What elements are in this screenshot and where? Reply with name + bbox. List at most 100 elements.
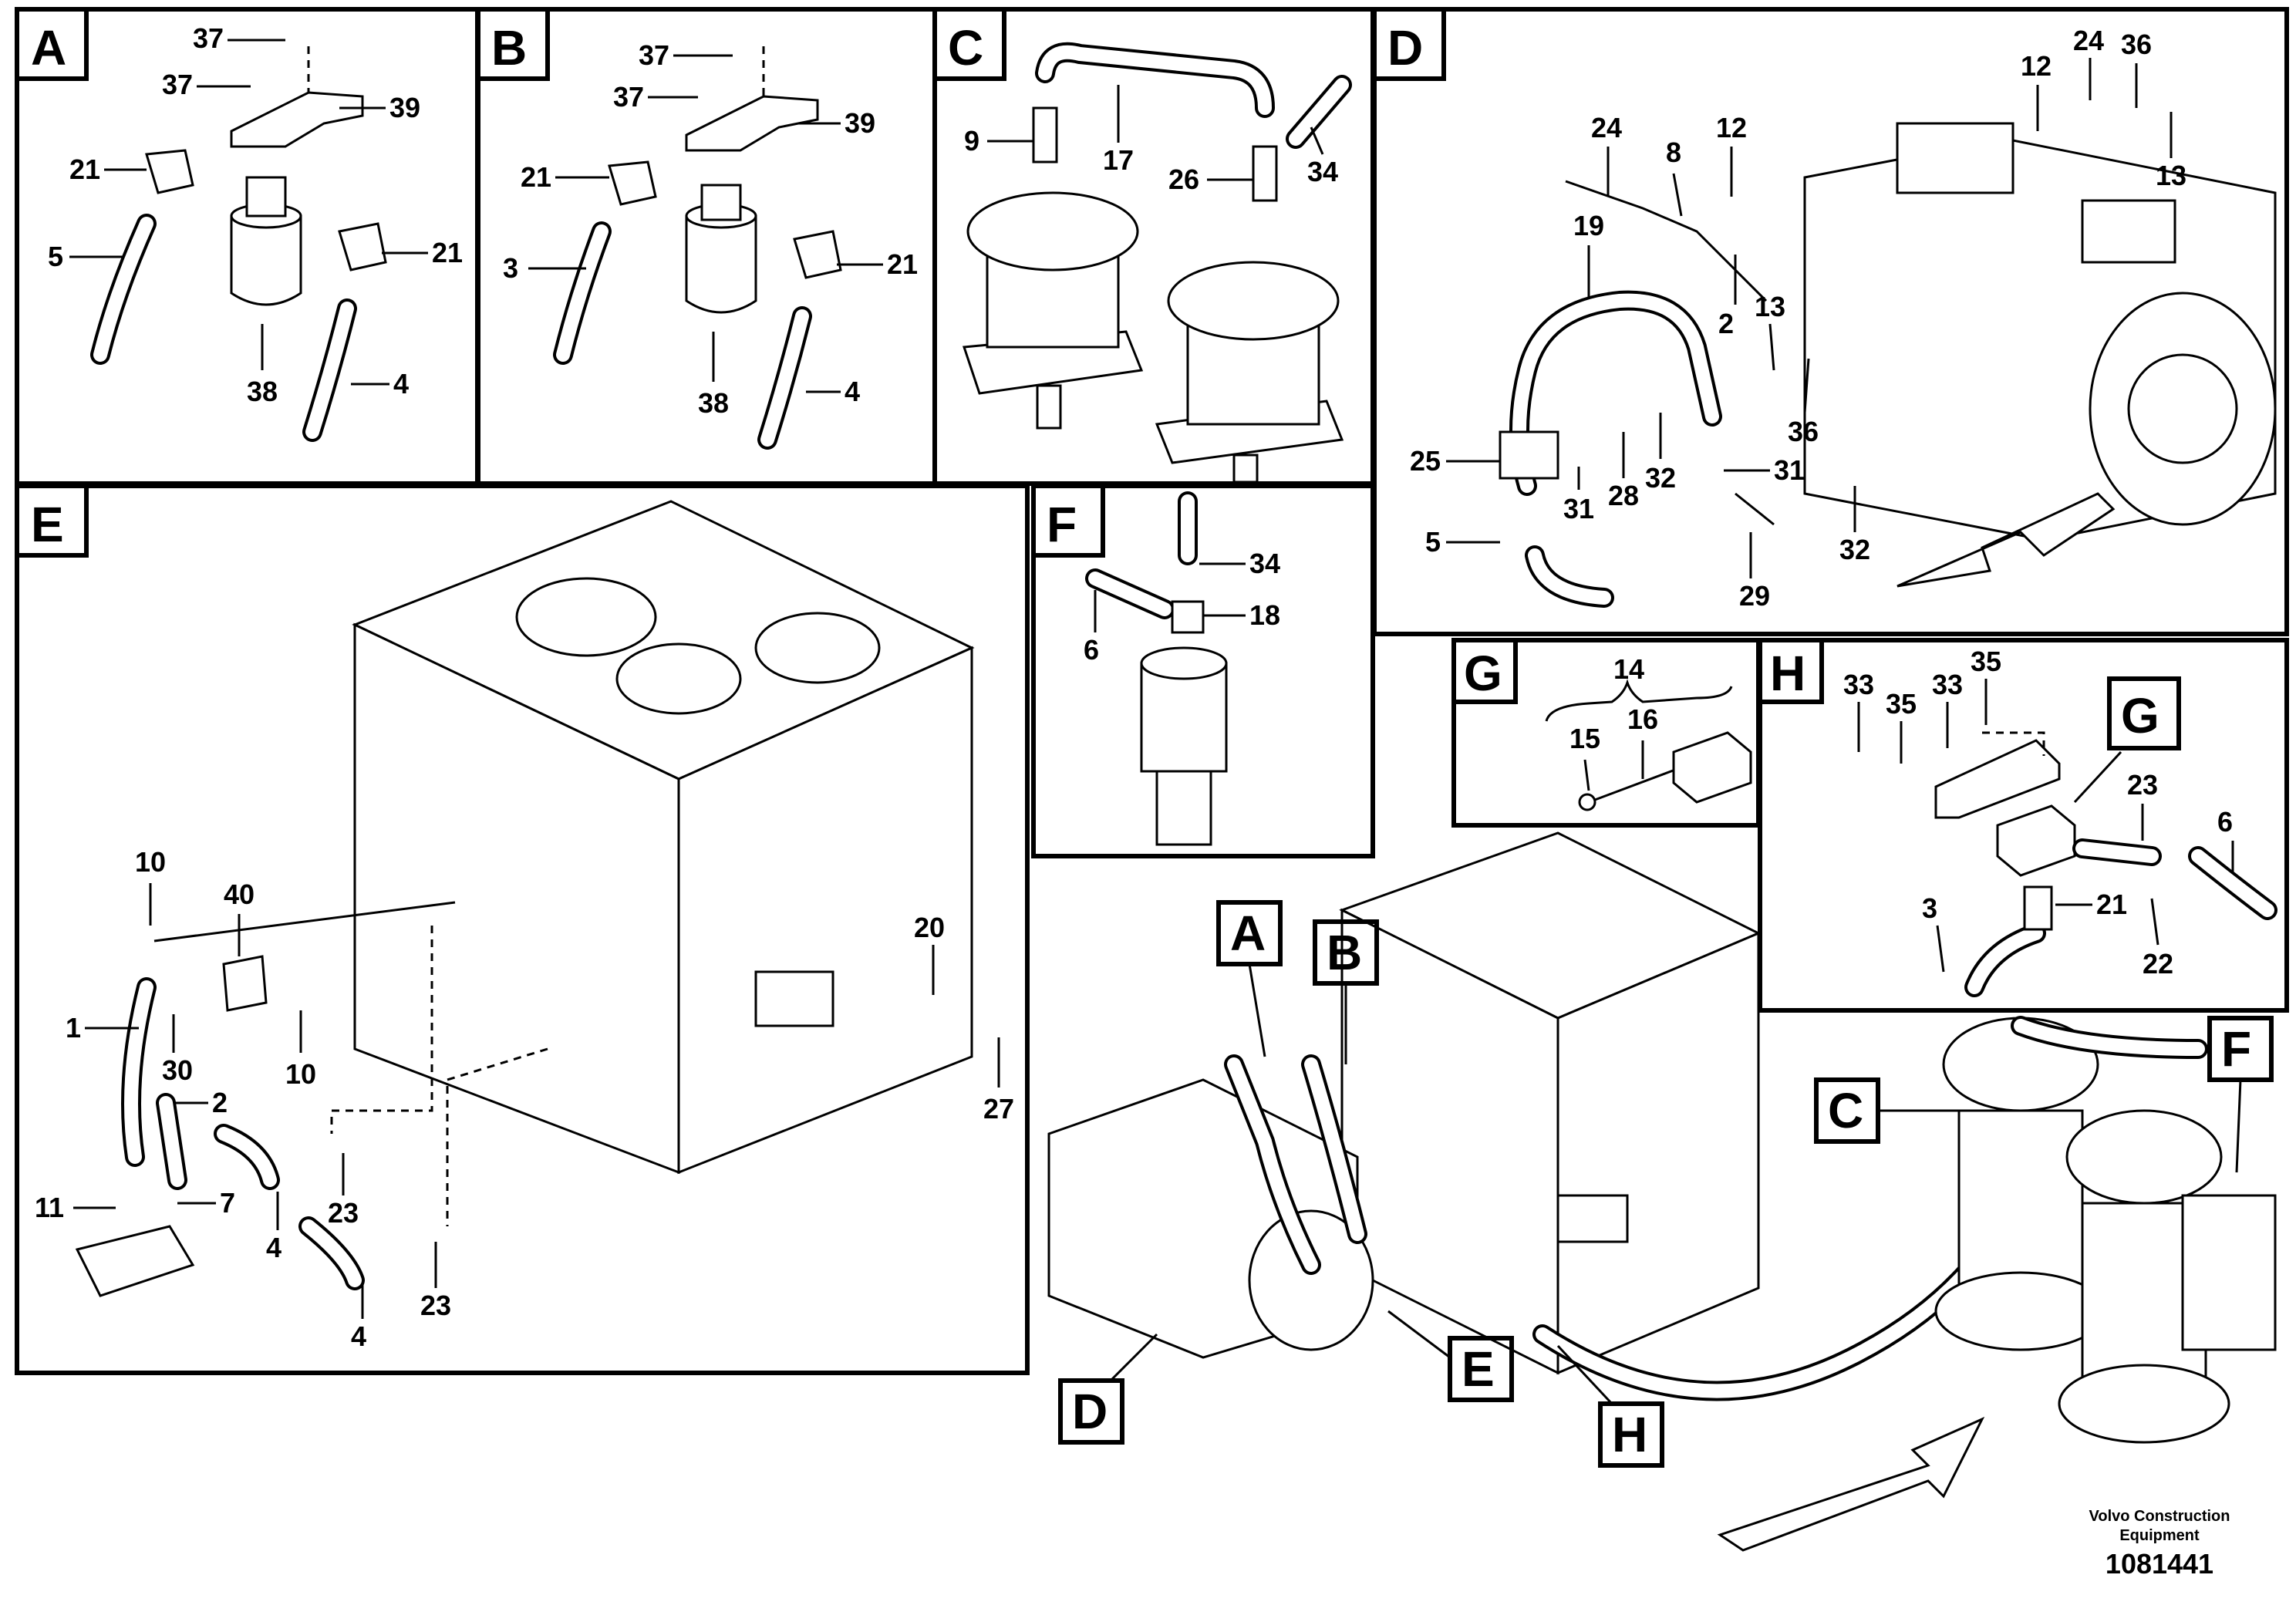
panel-a-callouts: 37 37 39 21 21 5 38 4 [48,22,463,407]
panel-h: H G 33 35 33 35 23 6 3 21 22 [1758,638,2289,1013]
callout: 37 [639,39,669,71]
callout: 5 [1425,526,1441,558]
callout: 34 [1249,548,1280,579]
callout: 27 [983,1093,1014,1125]
callout: 35 [1971,646,2001,677]
callout: 25 [1410,445,1441,477]
panel-a-label: A [31,20,66,76]
callout: 26 [1168,164,1199,195]
panel-f-label: F [1047,497,1077,552]
caption: Volvo Construction Equipment 1081441 [2089,1508,2230,1580]
panel-d-callouts: 24 8 12 12 24 36 13 19 2 13 36 25 31 [1410,25,2186,612]
panel-h-label: H [1770,646,1805,701]
callout: 36 [2121,29,2152,60]
panel-b-callouts: 37 37 39 21 21 3 38 4 [503,39,918,419]
overview-assembly: A B C D E F H [1047,831,2277,1552]
brand-line-2: Equipment [2119,1527,2200,1544]
drawing-number: 1081441 [2106,1548,2213,1580]
panel-g: G 14 15 16 [1451,638,1761,828]
callout: 21 [69,153,100,185]
callout: 20 [914,912,945,943]
callout: 14 [1613,653,1644,685]
callout: 37 [193,22,224,54]
marker-c: C [1828,1083,1863,1138]
panel-e-callouts: 10 40 1 30 10 2 20 27 23 23 11 7 4 [35,846,1014,1352]
callout: 13 [2156,160,2186,191]
callout: 13 [1755,291,1785,322]
callout: 4 [266,1232,282,1263]
callout: 30 [162,1054,193,1086]
callout: 37 [162,69,193,100]
callout: 10 [135,846,166,878]
callout: 37 [613,81,644,113]
callout: 6 [1084,634,1099,666]
callout: 38 [698,387,729,419]
callout: 15 [1569,723,1600,754]
callout: 24 [1591,112,1622,143]
callout: 12 [2021,50,2052,82]
callout: 3 [1922,892,1937,924]
callout: 4 [393,368,409,400]
callout: 6 [2217,806,2233,838]
callout: 38 [247,376,278,407]
callout: 23 [2127,769,2158,801]
panel-g-callouts: 14 15 16 [1569,653,1658,791]
callout: 23 [420,1290,451,1321]
callout: 8 [1666,137,1681,168]
panel-b-label: B [491,20,527,76]
callout: 29 [1739,580,1770,612]
callout: 21 [887,248,918,280]
panel-d: D 24 8 12 12 24 36 13 19 [1372,7,2289,636]
callout: 32 [1839,534,1870,565]
callout: 7 [220,1187,235,1219]
marker-b: B [1327,925,1362,980]
callout: 22 [2143,948,2173,980]
marker-e: E [1462,1341,1495,1397]
brand-line-1: Volvo Construction [2089,1508,2230,1525]
panel-e-label: E [31,497,64,552]
callout: 9 [964,125,979,157]
panel-h-callouts: 33 35 33 35 23 6 3 21 22 [1843,646,2234,980]
callout: 1 [66,1012,81,1044]
callout: 36 [1788,416,1819,447]
overview-markers: A B C D E F H [1058,900,2274,1468]
callout: 17 [1103,144,1134,176]
panel-b: B 37 37 39 21 21 3 38 4 [476,7,937,486]
callout: 5 [48,241,63,272]
callout: 10 [285,1058,316,1090]
callout: 21 [2096,889,2127,920]
panel-g-label: G [1464,646,1502,701]
callout: 19 [1573,210,1604,241]
panel-d-label: D [1387,20,1423,76]
callout: 4 [845,376,860,407]
callout: 3 [503,252,518,284]
callout: 40 [224,878,255,910]
panel-a: A 37 37 39 21 21 5 38 4 [15,7,480,486]
marker-d: D [1072,1384,1108,1439]
callout: 39 [845,107,875,139]
callout: 39 [389,92,420,123]
callout: 23 [328,1197,359,1229]
panel-e: E 10 40 1 30 10 2 20 [15,484,1030,1375]
callout: 18 [1249,599,1280,631]
marker-a: A [1230,905,1266,961]
marker-f: F [2221,1021,2251,1077]
callout: 35 [1886,688,1917,720]
callout: 31 [1774,454,1805,486]
callout: 34 [1307,156,1338,187]
callout: 16 [1627,703,1658,735]
panel-f: F 34 18 6 [1031,484,1375,858]
h-inner-g-label: G [2121,688,2159,744]
callout: 21 [432,237,463,268]
callout: 11 [35,1192,64,1223]
callout: 21 [521,161,551,193]
panel-c-callouts: 9 17 26 34 [964,85,1338,195]
panel-f-callouts: 34 18 6 [1084,548,1280,666]
callout: 28 [1608,480,1639,511]
callout: 33 [1932,669,1963,700]
callout: 2 [1718,308,1734,339]
callout: 33 [1843,669,1874,700]
marker-h: H [1612,1407,1647,1462]
panel-c: C 9 17 26 34 [932,7,1375,486]
